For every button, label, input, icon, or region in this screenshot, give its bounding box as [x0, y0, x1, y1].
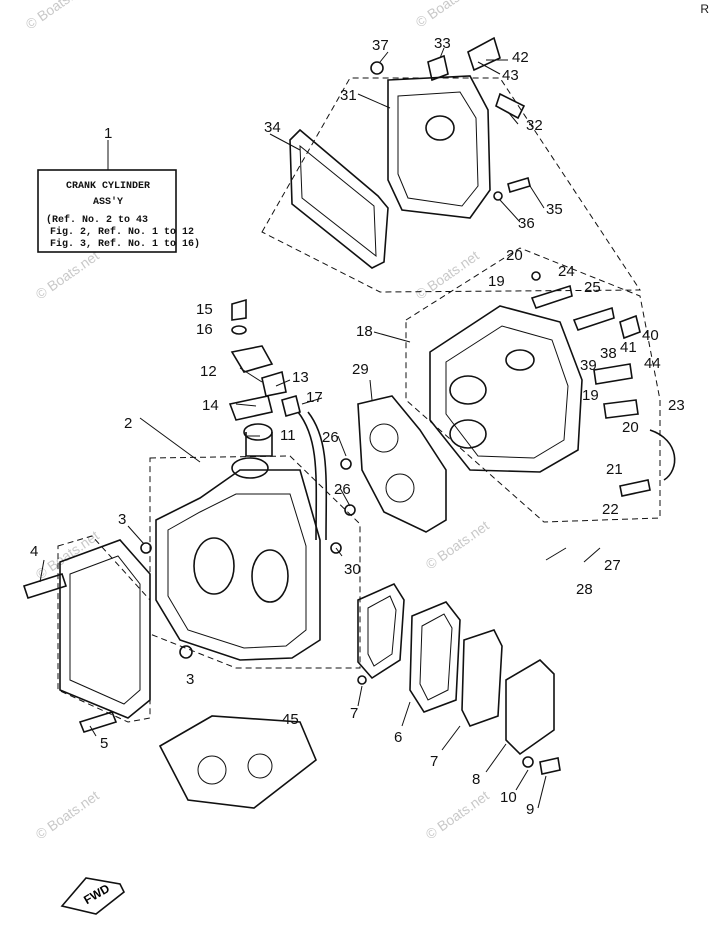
callout-number: 15 — [196, 301, 213, 318]
watermark: © Boats.net — [33, 527, 102, 582]
callout-number: 6 — [394, 729, 402, 746]
callout-number: 44 — [644, 355, 661, 372]
callout-number: 41 — [620, 339, 637, 356]
callout-number: 42 — [512, 49, 529, 66]
callout-number: 35 — [546, 201, 563, 218]
watermark: © Boats.net — [23, 0, 92, 32]
callout-number: 10 — [500, 789, 517, 806]
callout-number: 8 — [472, 771, 480, 788]
callout-number: 24 — [558, 263, 575, 280]
callout-number: 13 — [292, 369, 309, 386]
callout-labels: 2 3 3 4 5 6 7 7 8 9 10 11 12 13 14 15 16… — [30, 35, 685, 818]
callout-number: 40 — [642, 327, 659, 344]
watermark: © Boats.net — [423, 517, 492, 572]
exhaust-cover-group — [357, 582, 561, 775]
callout-number: 14 — [202, 397, 219, 414]
callout-number: 25 — [584, 279, 601, 296]
callout-number: 34 — [264, 119, 281, 136]
head-gasket — [340, 395, 447, 533]
callout-number: 3 — [186, 671, 194, 688]
watermark: © Boats.net — [413, 247, 482, 302]
callout-number: 32 — [526, 117, 543, 134]
assembly-ref-line: Fig. 3, Ref. No. 1 to 16) — [50, 238, 200, 250]
callout-number: 28 — [576, 581, 593, 598]
base-gasket — [158, 715, 317, 809]
callout-number: 29 — [352, 361, 369, 378]
callout-number: 33 — [434, 35, 451, 52]
callout-number: 31 — [340, 87, 357, 104]
callout-number: 20 — [622, 419, 639, 436]
assembly-ref-line: (Ref. No. 2 to 43 — [46, 214, 148, 226]
callout-number: 39 — [580, 357, 597, 374]
fwd-label: FWD — [81, 881, 112, 907]
callout-number: 2 — [124, 415, 132, 432]
assembly-title: CRANK CYLINDER — [66, 181, 150, 192]
callout-number: 30 — [344, 561, 361, 578]
callout-number: 43 — [502, 67, 519, 84]
watermark: © Boats.net — [33, 787, 102, 842]
watermarks: © Boats.net © Boats.net © Boats.net © Bo… — [23, 0, 492, 842]
callout-number: 19 — [488, 273, 505, 290]
head-cover-group — [261, 36, 641, 293]
callout-number: 5 — [100, 735, 108, 752]
thermostat-group — [228, 298, 328, 541]
watermark: © Boats.net — [413, 0, 482, 30]
callout-number: 22 — [602, 501, 619, 518]
reference-sheet-header: R — [700, 2, 709, 16]
callout-number: 23 — [668, 397, 685, 414]
callout-number: 7 — [430, 753, 438, 770]
callout-number: 21 — [606, 461, 623, 478]
callout-number: 16 — [196, 321, 213, 338]
callout-1: 1 — [104, 125, 112, 142]
callout-number: 37 — [372, 37, 389, 54]
cylinder-head — [405, 247, 676, 523]
watermark: © Boats.net — [33, 247, 102, 302]
leader-lines — [39, 47, 601, 809]
fwd-arrow: FWD — [60, 877, 126, 915]
callout-number: 7 — [350, 705, 358, 722]
callout-number: 38 — [600, 345, 617, 362]
callout-number: 9 — [526, 801, 534, 818]
reference-sheet-edge: R — [693, 0, 711, 932]
assembly-subtitle: ASS'Y — [93, 196, 123, 208]
watermark: © Boats.net — [423, 787, 492, 842]
callout-number: 26 — [334, 481, 351, 498]
callout-number: 12 — [200, 363, 217, 380]
callout-number: 4 — [30, 543, 38, 560]
callout-number: 17 — [306, 389, 323, 406]
callout-number: 19 — [582, 387, 599, 404]
callout-number: 11 — [280, 427, 296, 444]
callout-number: 26 — [322, 429, 339, 446]
callout-number: 27 — [604, 557, 621, 574]
assembly-ref-line: Fig. 2, Ref. No. 1 to 12 — [50, 226, 194, 238]
assembly-label-box: CRANK CYLINDER ASS'Y (Ref. No. 2 to 43 F… — [37, 125, 200, 253]
callout-number: 36 — [518, 215, 535, 232]
crankcase-block — [140, 455, 361, 669]
callout-number: 20 — [506, 247, 523, 264]
callout-number: 3 — [118, 511, 126, 528]
callout-number: 18 — [356, 323, 373, 340]
side-cover — [22, 535, 151, 733]
callout-number: 45 — [282, 711, 299, 728]
